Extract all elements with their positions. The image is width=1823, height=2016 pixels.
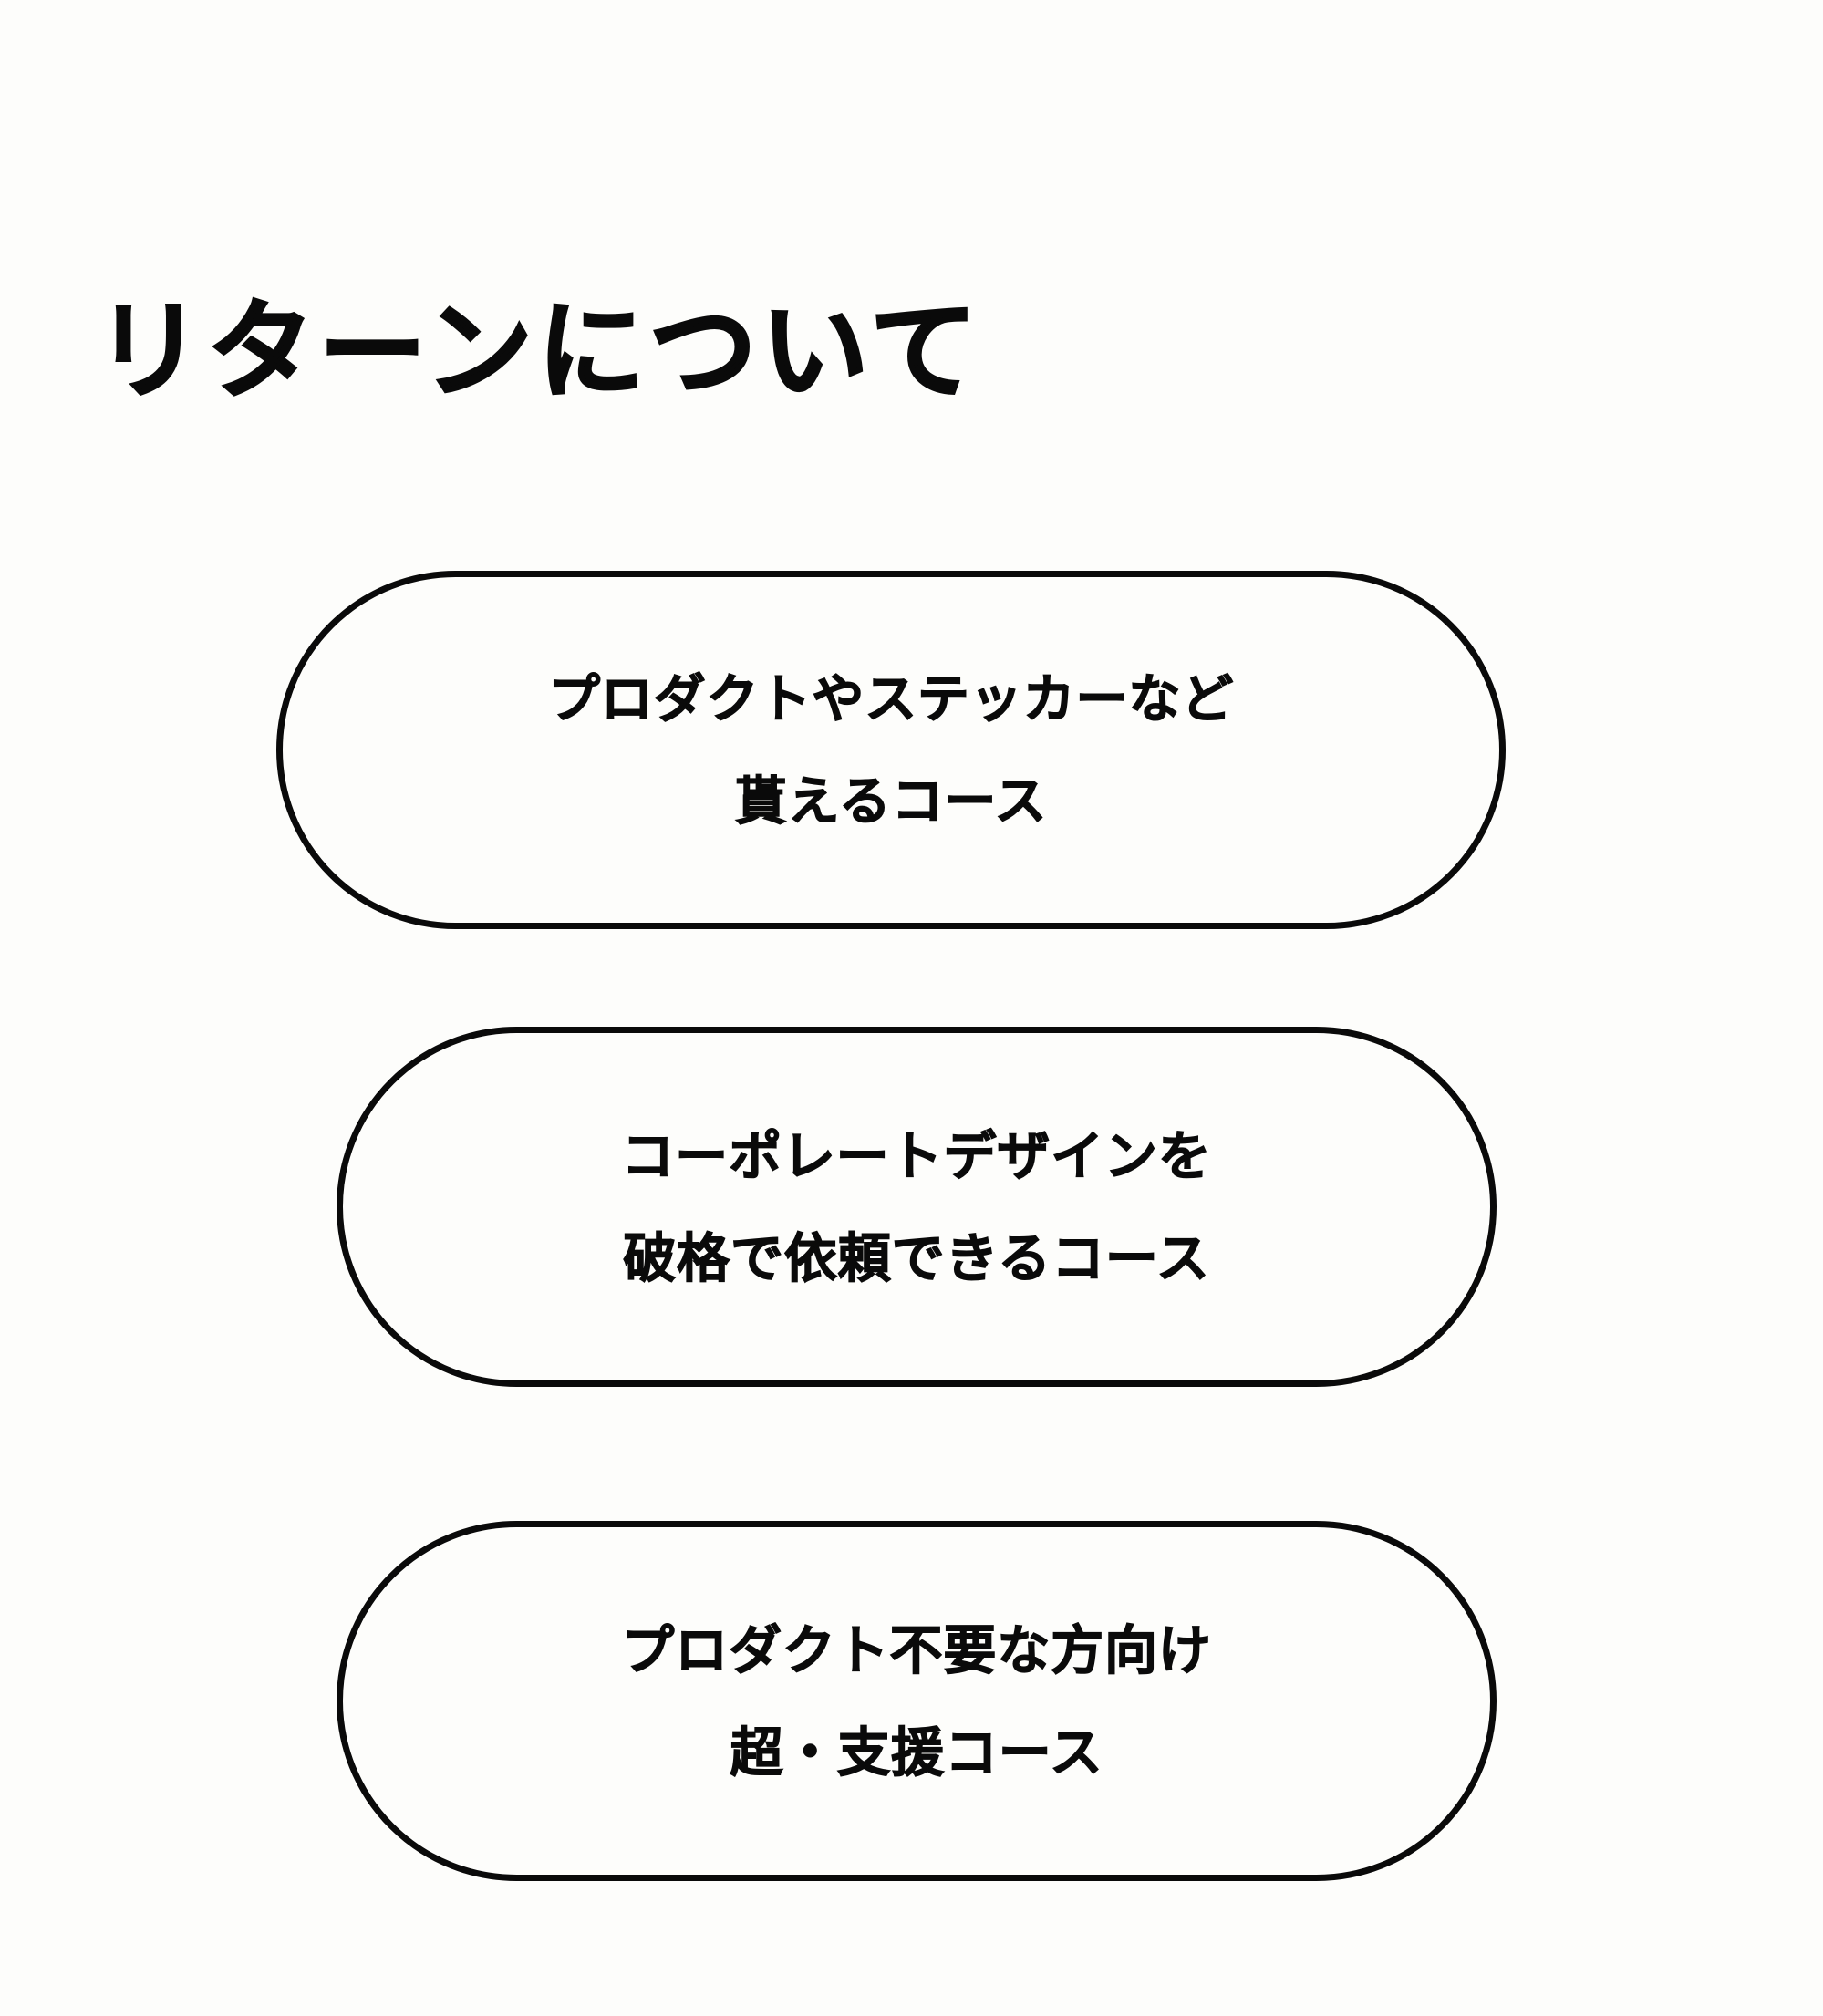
course-card-line-2: 破格で依頼できるコース [623, 1226, 1210, 1289]
course-card-product-sticker[interactable]: プロダクトやステッカーなど 貰えるコース [276, 571, 1506, 929]
course-card-line-1: コーポレートデザインを [621, 1124, 1212, 1187]
course-card-line-2: 貰えるコース [734, 770, 1048, 832]
course-card-super-support[interactable]: プロダクト不要な方向け 超・支援コース [337, 1521, 1497, 1881]
course-card-line-1: プロダクト不要な方向け [621, 1618, 1212, 1681]
course-card-line-1: プロダクトやステッカーなど [547, 668, 1235, 729]
page-title: リターンについて [94, 287, 982, 416]
course-card-line-2: 超・支援コース [730, 1721, 1103, 1783]
course-card-corporate-design[interactable]: コーポレートデザインを 破格で依頼できるコース [337, 1027, 1497, 1387]
